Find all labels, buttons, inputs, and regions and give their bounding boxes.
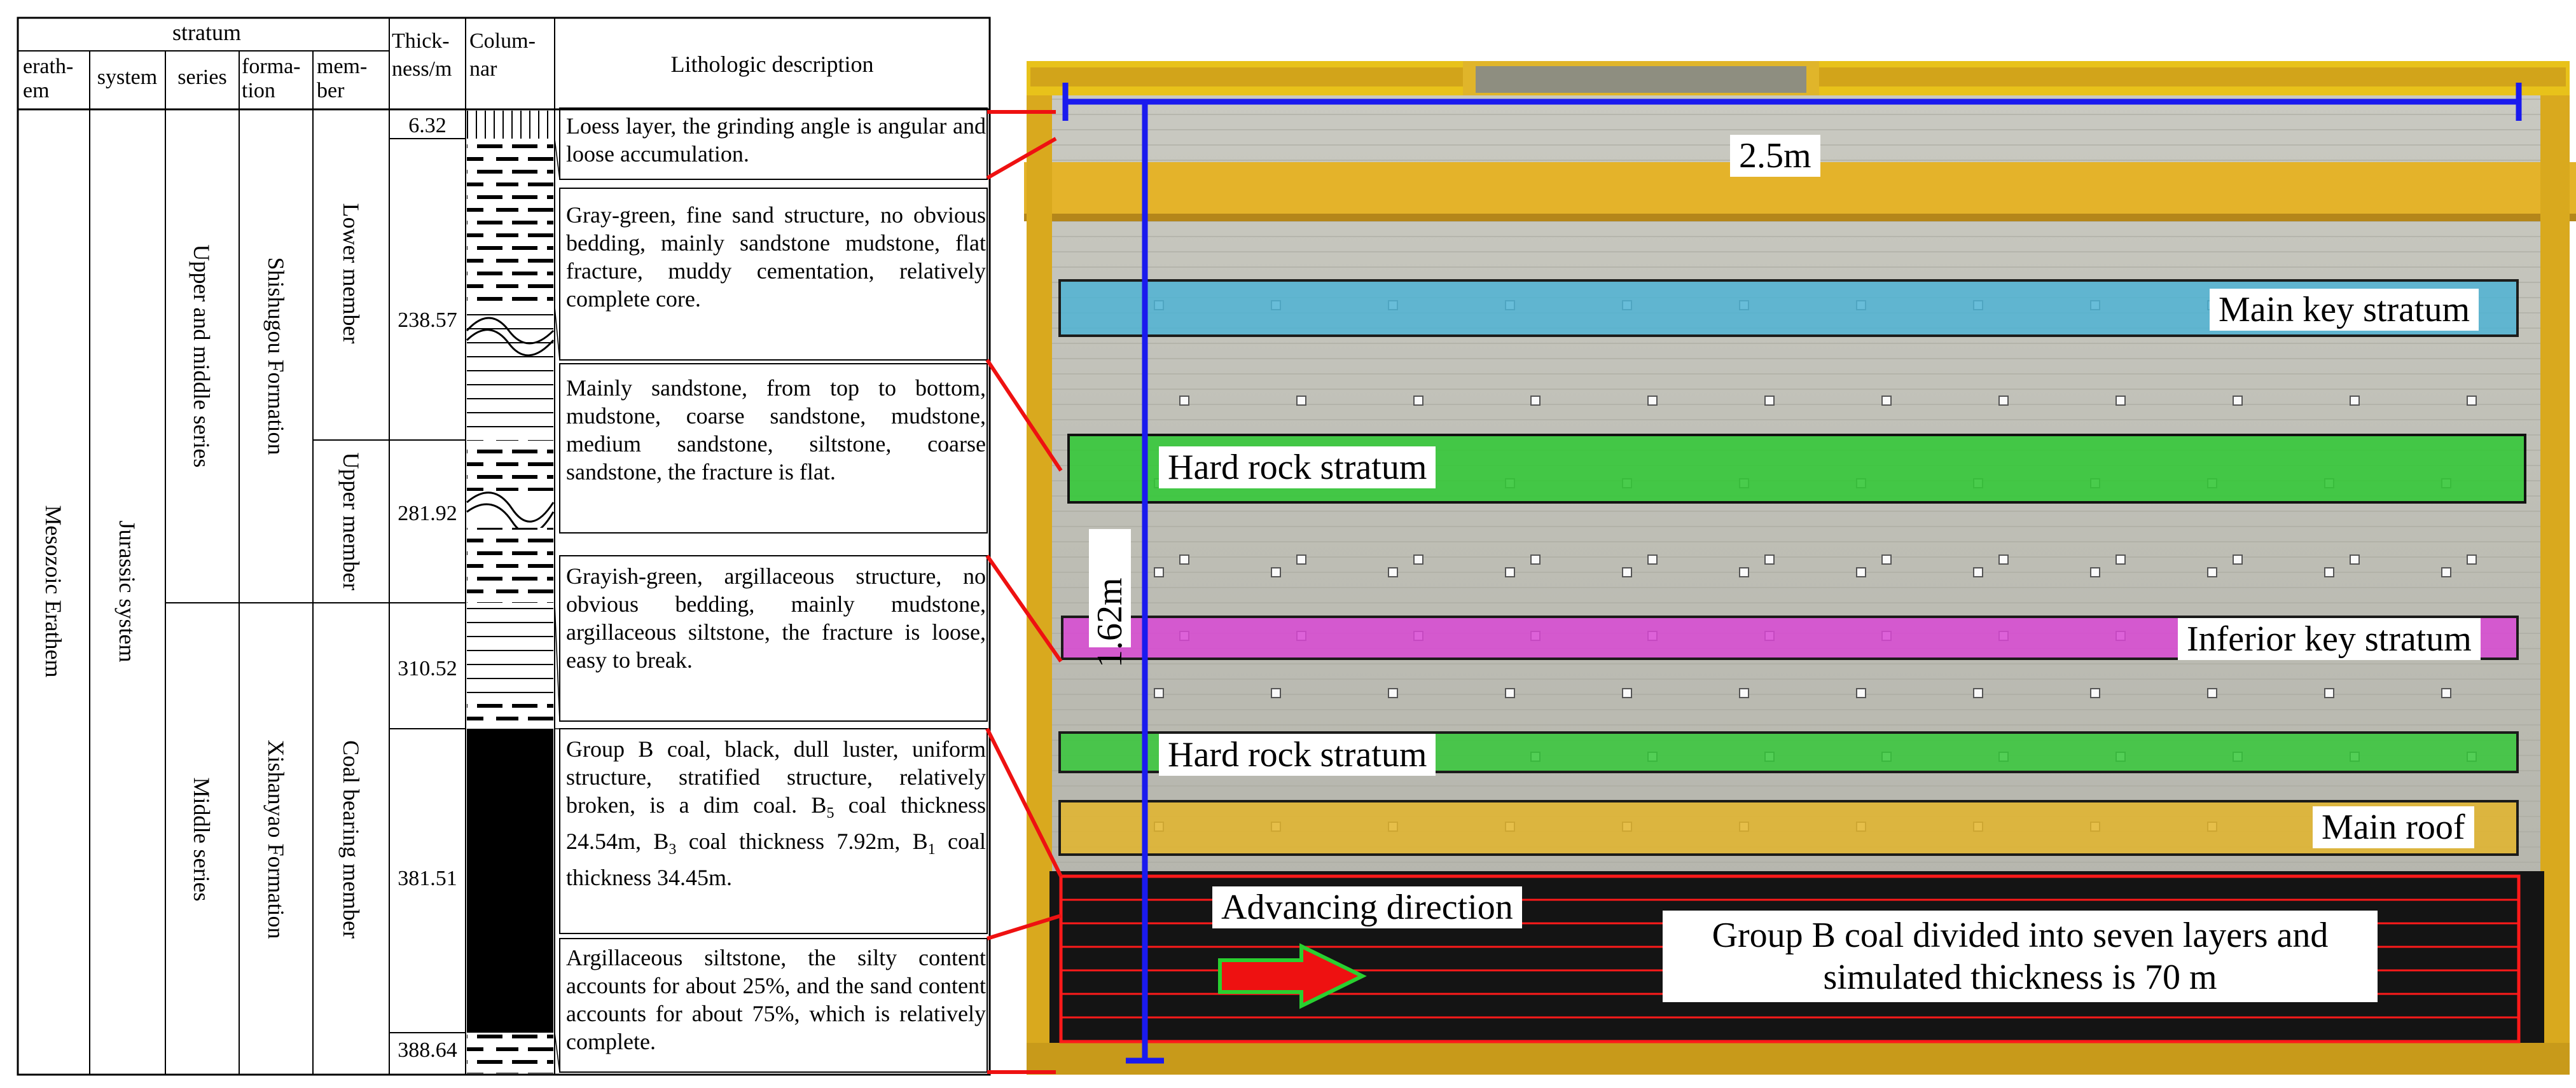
marker-point xyxy=(1881,396,1892,406)
marker-point xyxy=(2116,554,2126,565)
marker-point xyxy=(1647,396,1658,406)
system-label: Jurassic system xyxy=(114,521,140,663)
marker-point xyxy=(1764,396,1775,406)
marker-point xyxy=(1179,554,1189,565)
marker-point xyxy=(1739,567,1749,577)
marker-point xyxy=(1296,554,1306,565)
erathem-label: Mesozoic Erathem xyxy=(41,506,66,678)
marker-point xyxy=(1881,554,1892,565)
marker-point xyxy=(2233,396,2243,406)
marker-point xyxy=(2441,567,2451,577)
marker-point xyxy=(2441,688,2451,698)
marker-point xyxy=(1154,567,1164,577)
marker-point xyxy=(1973,567,1983,577)
marker-point xyxy=(1505,567,1515,577)
hard-rock-stratum-label-upper: Hard rock stratum xyxy=(1159,446,1436,488)
marker-point xyxy=(2233,554,2243,565)
marker-point xyxy=(1764,554,1775,565)
marker-point xyxy=(1998,396,2009,406)
header-formation: forma-tion xyxy=(242,55,301,102)
thickness-value: 238.57 xyxy=(398,308,457,332)
marker-point xyxy=(1505,688,1515,698)
marker-point xyxy=(2467,396,2477,406)
physical-model xyxy=(1024,61,2576,1075)
header-series: series xyxy=(177,65,226,89)
inferior-key-stratum-label: Inferior key stratum xyxy=(2178,618,2481,660)
marker-point xyxy=(2207,567,2217,577)
marker-point xyxy=(2207,688,2217,698)
marker-point xyxy=(1296,396,1306,406)
member-lower-label: Lower member xyxy=(338,203,364,344)
marker-point xyxy=(1413,554,1423,565)
main-roof-label: Main roof xyxy=(2313,806,2474,848)
header-stratum: stratum xyxy=(172,20,241,45)
coal-boundary xyxy=(1059,874,2521,1043)
advancing-arrow xyxy=(1218,943,1367,1009)
marker-point xyxy=(1388,567,1398,577)
description-lower-member: Gray-green, fine sand structure, no obvi… xyxy=(566,202,986,312)
marker-point xyxy=(1271,688,1281,698)
formation-lower-label: Xishanyao Formation xyxy=(263,740,289,939)
marker-point xyxy=(1388,688,1398,698)
marker-point xyxy=(1622,688,1632,698)
marker-point xyxy=(1622,567,1632,577)
coal-division-label: Group B coal divided into seven layers a… xyxy=(1663,911,2378,1002)
header-columnar: Colum-nar xyxy=(469,29,536,81)
member-coal-label: Coal bearing member xyxy=(338,740,364,939)
marker-point xyxy=(1271,567,1281,577)
main-roof-band xyxy=(1058,800,2519,856)
marker-point xyxy=(2324,688,2334,698)
description-siltstone: Argillaceous siltstone, the silty conten… xyxy=(566,945,986,1054)
marker-point xyxy=(1998,554,2009,565)
marker-point xyxy=(1179,396,1189,406)
header-description: Lithologic description xyxy=(671,52,874,77)
marker-point xyxy=(1856,567,1866,577)
table-frame xyxy=(17,17,991,1076)
marker-point xyxy=(1973,688,1983,698)
description-upper-member: Mainly sandstone, from top to bottom, mu… xyxy=(566,375,986,485)
marker-point xyxy=(1413,396,1423,406)
marker-point xyxy=(2324,567,2334,577)
header-system: system xyxy=(97,65,157,89)
formation-upper-label: Shishugou Formation xyxy=(263,257,289,455)
series-middle-label: Middle series xyxy=(189,778,214,902)
marker-point xyxy=(2467,554,2477,565)
marker-point xyxy=(2350,396,2360,406)
stratigraphic-table: stratum erath-em system series forma-tio… xyxy=(17,17,991,1076)
description-coal: Group B coal, black, dull luster, unifor… xyxy=(566,736,986,891)
main-key-stratum-label: Main key stratum xyxy=(2210,289,2479,331)
marker-point xyxy=(1530,396,1541,406)
thickness-value: 388.64 xyxy=(398,1038,457,1062)
marker-point xyxy=(1739,688,1749,698)
hard-rock-stratum-label-lower: Hard rock stratum xyxy=(1159,734,1436,776)
header-member: mem-ber xyxy=(317,55,367,102)
marker-point xyxy=(2090,688,2100,698)
description-mudstone: Grayish-green, argillaceous structure, n… xyxy=(566,563,986,673)
header-erathem: erath-em xyxy=(23,55,73,102)
dimension-lines xyxy=(1062,83,2522,1064)
marker-point xyxy=(2350,554,2360,565)
height-dimension-label: 1.62m xyxy=(1089,529,1131,668)
thickness-value: 6.32 xyxy=(408,114,447,137)
thickness-value: 281.92 xyxy=(398,502,457,525)
member-upper-label: Upper member xyxy=(338,453,364,591)
thickness-value: 310.52 xyxy=(398,657,457,680)
marker-point xyxy=(1154,688,1164,698)
width-dimension-label: 2.5m xyxy=(1730,135,1820,177)
thickness-value: 381.51 xyxy=(398,867,457,890)
series-upper-label: Upper and middle series xyxy=(189,245,214,468)
marker-point xyxy=(2116,396,2126,406)
header-thickness: Thick-ness/m xyxy=(392,29,452,81)
description-loess: Loess layer, the grinding angle is angul… xyxy=(566,113,986,167)
columnar-section xyxy=(466,111,555,1073)
marker-point xyxy=(1647,554,1658,565)
marker-point xyxy=(1856,688,1866,698)
advancing-direction-label: Advancing direction xyxy=(1212,886,1522,928)
marker-point xyxy=(2090,567,2100,577)
marker-point xyxy=(1530,554,1541,565)
